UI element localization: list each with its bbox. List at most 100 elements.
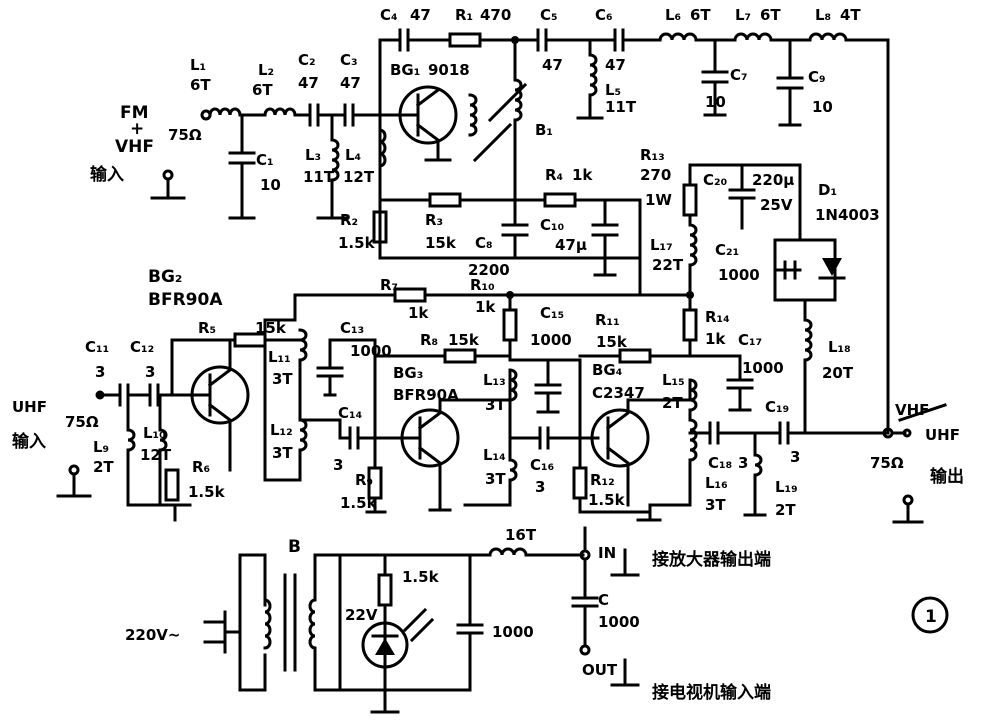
c13-value: 1000: [350, 342, 392, 360]
l6-label: L₆: [665, 6, 681, 24]
bg2-value: BFR90A: [148, 290, 223, 310]
bg2-leads: [170, 338, 232, 472]
r10-value: 1k: [475, 298, 496, 316]
l1-label: L₁: [190, 56, 206, 74]
r9-label: R₉: [355, 471, 373, 489]
c17-value: 1000: [742, 359, 784, 377]
r5-value: 15k: [255, 319, 287, 337]
r8-label: R₈: [420, 331, 438, 349]
bg1-value: 9018: [428, 61, 470, 79]
l7-value: 6T: [760, 6, 781, 24]
c2-c3-capacitors: [308, 103, 382, 127]
bg3-label: BG₃: [393, 364, 423, 382]
l17-label: L₁₇: [650, 236, 673, 254]
c14-value: 3: [333, 456, 343, 474]
c19-label: C₁₉: [765, 398, 789, 416]
c11-value: 3: [95, 363, 105, 381]
l13-label: L₁₃: [483, 371, 506, 389]
c9-value: 10: [812, 98, 833, 116]
l12-value: 3T: [272, 444, 293, 462]
l3-value: 11T: [303, 168, 335, 186]
c4-value: 47: [410, 6, 431, 24]
c-value: 1000: [598, 613, 640, 631]
secondary-voltage: 22V: [345, 606, 378, 624]
l9-value: 2T: [93, 458, 114, 476]
l13-l14-coils: [438, 368, 518, 507]
r5-label: R₅: [198, 319, 216, 337]
l2-value: 6T: [252, 81, 273, 99]
l18-coil: [803, 298, 890, 435]
l11-label: L₁₁: [268, 348, 291, 366]
r2-value: 1.5k: [338, 234, 376, 252]
transformer-core: [283, 573, 297, 672]
c7-capacitor: [701, 38, 729, 117]
c7-label: C₇: [730, 66, 748, 84]
c1-value: 10: [260, 176, 281, 194]
r14-resistor: [682, 308, 698, 342]
fm-input-caption: 输入: [90, 164, 124, 185]
r3-resistor: [428, 192, 462, 208]
d1-label: D₁: [818, 181, 837, 199]
l4-coil: [378, 128, 387, 202]
bg1-label: BG₁: [390, 61, 420, 79]
c21-value: 1000: [718, 266, 760, 284]
output-uhf-label: UHF: [925, 426, 960, 444]
c3-value: 47: [340, 74, 361, 92]
l2-label: L₂: [258, 61, 274, 79]
r4-label: R₄: [545, 166, 563, 184]
l17-coil: [688, 213, 698, 312]
c20-capacitor: [728, 163, 756, 230]
c4-label: C₄: [380, 6, 398, 24]
uhf-input-label: UHF: [12, 398, 47, 416]
l12-label: L₁₂: [270, 421, 293, 439]
c20-label: C₂₀: [703, 171, 727, 189]
l15-l16-coils: [626, 378, 698, 522]
l3-label: L₃: [305, 146, 321, 164]
l9-label: L₉: [93, 438, 109, 456]
c18-value: 3: [738, 454, 748, 472]
c6-label: C₆: [595, 6, 613, 24]
amp-output-caption: 接放大器输出端: [652, 549, 771, 570]
c5-label: C₅: [540, 6, 558, 24]
l6-value: 6T: [690, 6, 711, 24]
l7-label: L₇: [735, 6, 751, 24]
r14-label: R₁₄: [705, 308, 730, 326]
fm-label: FM: [120, 103, 149, 123]
vhf-input-label: VHF: [115, 137, 154, 157]
l8-value: 4T: [840, 6, 861, 24]
c13-label: C₁₃: [340, 319, 364, 337]
c15-capacitor: [534, 358, 562, 414]
l11-value: 3T: [272, 370, 293, 388]
bg4-transistor: [590, 408, 650, 468]
d1-value: 1N4003: [815, 206, 880, 224]
l18-value: 20T: [822, 364, 854, 382]
l13-value: 3T: [485, 396, 506, 414]
c1-label: C₁: [256, 151, 274, 169]
c8-capacitor: [501, 198, 529, 260]
bg4-leads: [605, 398, 662, 522]
c16-label: C₁₆: [530, 456, 554, 474]
r12-value: 1.5k: [588, 491, 626, 509]
vhf-section: [150, 28, 890, 435]
b1-transformer: [468, 38, 523, 202]
l3-coil: [316, 113, 348, 220]
r15-resistor: [377, 573, 393, 607]
transformer-label: B: [288, 537, 301, 557]
figure-number: 1: [925, 607, 937, 627]
l10-label: L₁₀: [143, 424, 166, 442]
c12-value: 3: [145, 363, 155, 381]
bottom-bias-rail: [378, 240, 642, 260]
r7-resistor: [393, 287, 427, 303]
r4-resistor: [543, 192, 577, 208]
fm-impedance: 75Ω: [168, 126, 202, 144]
l16-value: 3T: [705, 496, 726, 514]
bias-line: [378, 198, 642, 297]
l5-coil: [576, 38, 604, 120]
b1-label: B₁: [535, 121, 553, 139]
fm-input-ground: [150, 177, 186, 200]
c5-value: 47: [542, 56, 563, 74]
c21-capacitor: [773, 260, 802, 280]
c8-value: 2200: [468, 261, 510, 279]
r4-value: 1k: [572, 166, 593, 184]
l4-label: L₄: [345, 146, 361, 164]
